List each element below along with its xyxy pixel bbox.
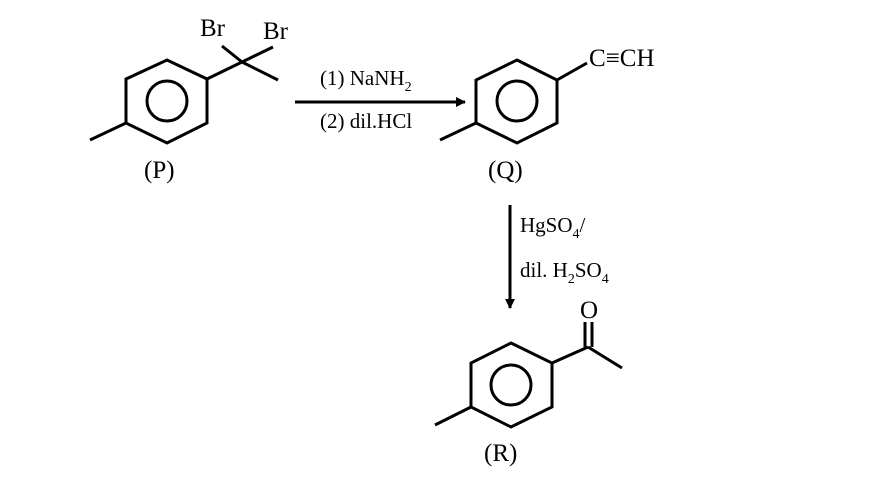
reagent-hgso4: HgSO <box>520 213 573 237</box>
compound-p-structure <box>89 44 279 145</box>
reaction-2-line-2: dil. H2SO4 <box>520 258 609 287</box>
compound-p-br-1: Br <box>200 15 225 42</box>
reaction-1-step-2: (2) dil.HCl <box>320 109 413 133</box>
reagent-nanh2: (1) NaNH <box>320 66 405 90</box>
subscript: 4 <box>572 227 580 242</box>
reaction-2-line-1: HgSO4/ <box>520 213 586 242</box>
compound-p-label: (P) <box>144 157 175 184</box>
reaction-1-step-1: (1) NaNH2 <box>320 66 412 95</box>
compound-r-label: (R) <box>484 440 518 467</box>
subscript: 4 <box>601 272 609 287</box>
compound-p-br-2: Br <box>263 18 288 45</box>
subscript: 2 <box>404 80 412 95</box>
compound-q-structure <box>439 58 588 145</box>
compound-r-structure <box>434 322 623 429</box>
compound-q-label: (Q) <box>488 157 523 184</box>
separator: / <box>579 213 586 237</box>
compound-r-oxygen: O <box>580 297 599 324</box>
reagent-dil-h2so4: dil. H <box>520 258 568 282</box>
reagent-so: SO <box>574 258 602 282</box>
compound-q-alkyne: C≡CH <box>589 45 655 72</box>
subscript: 2 <box>567 272 575 287</box>
